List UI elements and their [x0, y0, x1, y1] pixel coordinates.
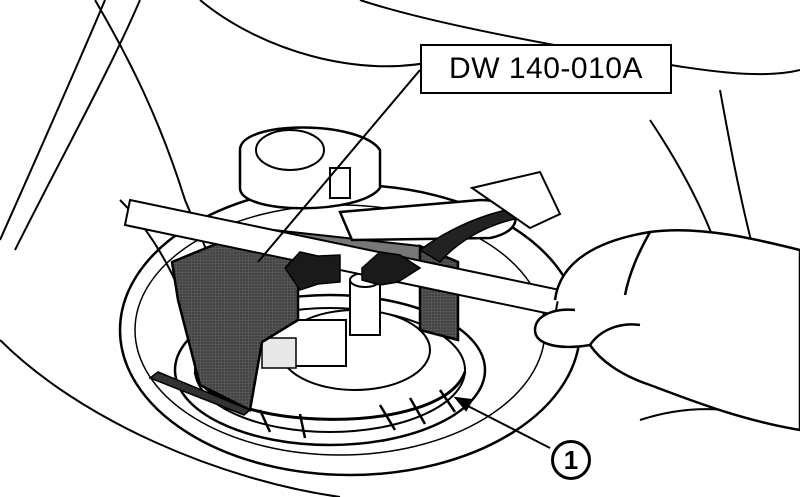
- leader-lines: [257, 69, 551, 449]
- hand-illustration: [533, 228, 800, 432]
- rotation-arrows: [284, 170, 562, 291]
- lock-ring-leader-line: [459, 401, 551, 449]
- callout-number-1: 1: [551, 440, 591, 480]
- arrow-right-icon: [361, 251, 422, 286]
- arrow-left-icon: [284, 251, 341, 291]
- tool-number-label: DW 140-010A: [420, 44, 672, 94]
- leader-arrowhead-icon: [453, 396, 474, 412]
- tool-leader-line: [257, 69, 421, 263]
